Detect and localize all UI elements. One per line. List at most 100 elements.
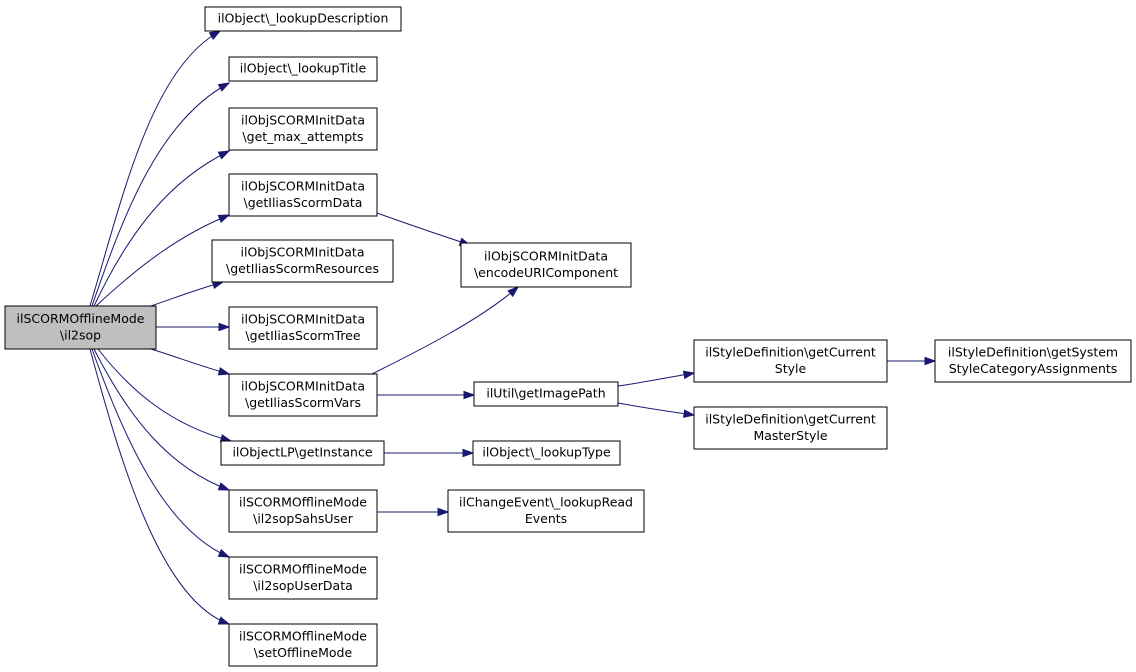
node-getIliasScormVars[interactable]: ilObjSCORMInitData \getIliasScormVars: [228, 373, 378, 417]
node-label-line: StyleCategoryAssignments: [949, 361, 1118, 376]
edge-root-to-lookupDescription: [89, 30, 222, 307]
edge-getCurrentStyle-to-getSystemStyleCategoryAssignments: [887, 356, 937, 366]
edge-line: [89, 348, 230, 625]
node-box: [693, 406, 888, 450]
node-box: [473, 381, 619, 407]
edge-line: [93, 150, 230, 307]
node-lookupTitle[interactable]: ilObject\_lookupTitle: [228, 56, 378, 82]
node-box: [228, 306, 378, 350]
node-box: [204, 6, 402, 32]
node-label-line: \get_max_attempts: [242, 129, 363, 144]
node-label-line: ilObjectLP\getInstance: [232, 445, 372, 460]
node-label-line: Style: [775, 361, 807, 376]
node-label-line: ilSCORMOfflineMode: [239, 494, 367, 509]
node-box: [228, 173, 378, 217]
edge-line: [95, 214, 230, 307]
node-label-line: \getIliasScormData: [244, 195, 363, 210]
node-label-line: \il2sop: [60, 327, 101, 342]
node-label-line: ilSCORMOfflineMode: [17, 311, 145, 326]
node-label-line: \getIliasScormVars: [245, 395, 361, 410]
node-label-line: ilSCORMOfflineMode: [239, 628, 367, 643]
edge-getIliasScormVars-to-encodeURIComponent: [371, 286, 520, 375]
node-label-line: ilSCORMOfflineMode: [239, 561, 367, 576]
arrow-head-icon: [218, 322, 231, 332]
arrow-head-icon: [462, 448, 475, 458]
node-label-line: ilChangeEvent\_lookupRead: [459, 494, 633, 509]
node-label-line: ilObject\_lookupDescription: [218, 11, 389, 26]
edge-root-to-getIliasScormResources: [150, 280, 225, 307]
node-getIliasScormResources[interactable]: ilObjSCORMInitData\getIliasScormResource…: [211, 239, 394, 283]
nodes-layer: ilSCORMOfflineMode\il2sopilObject\_looku…: [4, 6, 1132, 667]
node-il2sopSahsUser[interactable]: ilSCORMOfflineMode\il2sopSahsUser: [228, 489, 378, 533]
node-getImagePath[interactable]: ilUtil\getImagePath: [473, 381, 619, 407]
arrow-head-icon: [683, 409, 696, 418]
arrow-head-icon: [208, 30, 222, 40]
node-box: [228, 56, 378, 82]
edge-line: [89, 30, 221, 307]
edge-line: [97, 348, 232, 442]
node-label-line: \getIliasScormTree: [245, 328, 360, 343]
node-il2sopUserData[interactable]: ilSCORMOfflineMode \il2sopUserData: [228, 556, 378, 600]
arrow-head-icon: [217, 367, 231, 376]
edge-root-to-il2sopSahsUser: [93, 348, 231, 491]
node-box: [228, 373, 378, 417]
edge-line: [617, 402, 695, 416]
node-label-line: ilObjSCORMInitData: [241, 311, 365, 326]
node-label-line: ilObjSCORMInitData: [241, 178, 365, 193]
node-lookupDescription[interactable]: ilObject\_lookupDescription: [204, 6, 402, 32]
edge-getImagePath-to-getCurrentStyle: [617, 370, 696, 387]
node-root[interactable]: ilSCORMOfflineMode\il2sop: [4, 305, 157, 350]
edge-root-to-il2sopUserData: [91, 348, 231, 558]
arrow-head-icon: [507, 286, 520, 298]
node-label-line: \il2sopUserData: [253, 578, 353, 593]
node-encodeURIComponent[interactable]: ilObjSCORMInitData \encodeURIComponent: [460, 242, 632, 288]
node-getIliasScormTree[interactable]: ilObjSCORMInitData \getIliasScormTree: [228, 306, 378, 350]
node-label-line: ilObjSCORMInitData: [241, 244, 365, 259]
edge-root-to-getInstance: [97, 348, 233, 443]
node-label-line: ilUtil\getImagePath: [486, 386, 605, 401]
node-label-line: ilObjSCORMInitData: [241, 112, 365, 127]
node-box: [228, 623, 378, 667]
node-getMaxAttempts[interactable]: ilObjSCORMInitData \get_max_attempts: [228, 107, 378, 151]
edge-getIliasScormVars-to-getImagePath: [377, 390, 476, 400]
edge-getImagePath-to-getCurrentMasterStyle: [617, 402, 696, 418]
node-box: [211, 239, 394, 283]
node-box: [228, 489, 378, 533]
node-label-line: ilObjSCORMInitData: [241, 378, 365, 393]
node-getInstance[interactable]: ilObjectLP\getInstance: [220, 440, 385, 466]
node-box: [447, 489, 645, 533]
node-label-line: Events: [525, 511, 567, 526]
node-label-line: ilObject\_lookupType: [482, 445, 611, 460]
arrow-head-icon: [217, 616, 231, 625]
edge-line: [150, 348, 230, 375]
node-label-line: ilStyleDefinition\getCurrent: [705, 344, 876, 359]
node-label-line: ilStyleDefinition\getCurrent: [705, 411, 876, 426]
node-label-line: ilObjSCORMInitData: [484, 248, 608, 263]
node-box: [460, 242, 632, 288]
node-box: [693, 339, 888, 383]
edge-line: [150, 281, 224, 307]
node-label-line: ilStyleDefinition\getSystem: [948, 344, 1118, 359]
edge-line: [617, 372, 695, 387]
edge-line: [91, 82, 230, 307]
node-box: [4, 305, 157, 350]
edge-root-to-setOfflineMode: [89, 348, 231, 625]
node-lookupType[interactable]: ilObject\_lookupType: [472, 440, 621, 466]
node-box: [472, 440, 621, 466]
node-getSystemStyleCategoryAssignments[interactable]: ilStyleDefinition\getSystemStyleCategory…: [934, 339, 1132, 383]
edge-root-to-getIliasScormTree: [156, 322, 231, 332]
edge-line: [91, 348, 230, 558]
node-label-line: \setOfflineMode: [254, 645, 353, 660]
node-box: [228, 556, 378, 600]
edge-root-to-getMaxAttempts: [93, 150, 231, 307]
node-box: [934, 339, 1132, 383]
node-label-line: MasterStyle: [753, 428, 827, 443]
node-getIliasScormData[interactable]: ilObjSCORMInitData \getIliasScormData: [228, 173, 378, 217]
node-setOfflineMode[interactable]: ilSCORMOfflineMode \setOfflineMode: [228, 623, 378, 667]
node-box: [220, 440, 385, 466]
node-label-line: \encodeURIComponent: [474, 265, 618, 280]
